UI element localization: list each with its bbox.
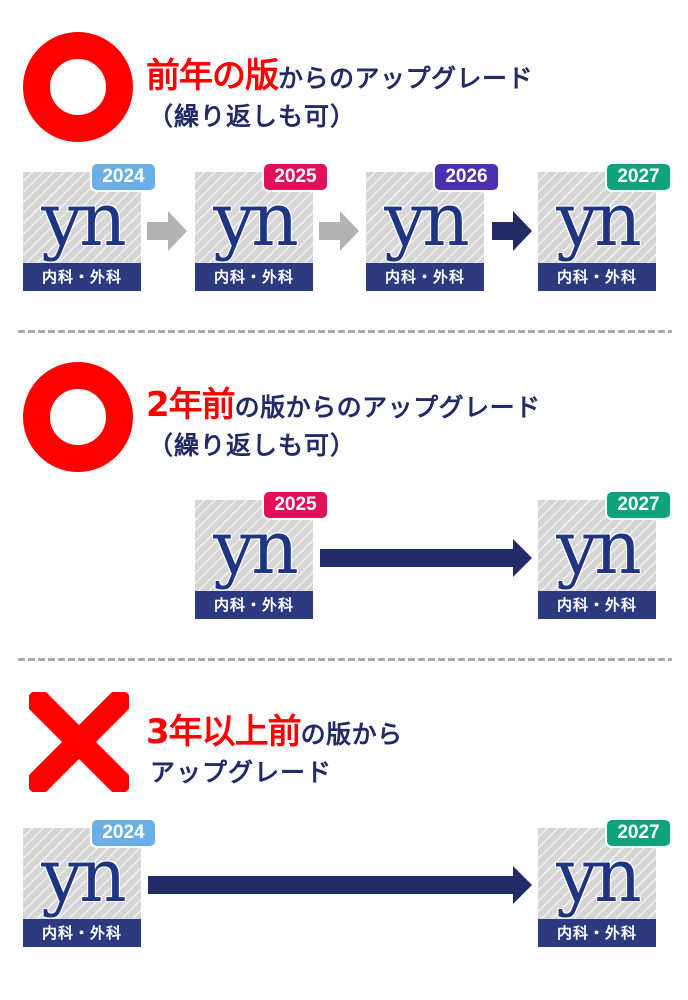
cover-subtitle: 内科・外科 [195, 263, 313, 291]
long-arrow-right-icon [148, 866, 532, 904]
edition-badge: 2025 [262, 490, 329, 520]
edition-badge: 2027 [605, 162, 672, 192]
book-cover-2026: yn 内科・外科 2026 [366, 162, 500, 291]
circle-ok-icon [23, 32, 133, 142]
heading-rest: からのアップグレード [278, 64, 534, 93]
edition-badge: 2024 [90, 162, 157, 192]
edition-badge: 2027 [605, 818, 672, 848]
book-cover-2024: yn 内科・外科 2024 [23, 818, 157, 947]
edition-badge: 2025 [262, 162, 329, 192]
cover-subtitle: 内科・外科 [366, 263, 484, 291]
section-1-heading: 前年の版からのアップグレード （繰り返しも可） [146, 56, 533, 135]
heading-note: アップグレード [150, 758, 333, 787]
cross-ng-icon [29, 692, 129, 792]
cover-subtitle: 内科・外科 [23, 919, 141, 947]
yn-logo: yn [556, 177, 641, 263]
section-2-heading: 2年前の版からのアップグレード （繰り返しも可） [146, 385, 541, 464]
book-cover-2025: yn 内科・外科 2025 [195, 490, 329, 619]
section-3-heading: 3年以上前の版から アップグレード [146, 712, 403, 791]
yn-logo: yn [556, 833, 641, 919]
book-cover-2027: yn 内科・外科 2027 [538, 162, 672, 291]
heading-note: （繰り返しも可） [148, 431, 357, 460]
heading-highlight: 前年の版 [146, 56, 279, 96]
cover-subtitle: 内科・外科 [23, 263, 141, 291]
arrow-right-icon [492, 211, 532, 251]
arrow-right-icon [147, 211, 187, 251]
book-cover-2027: yn 内科・外科 2027 [538, 818, 672, 947]
book-cover-2025: yn 内科・外科 2025 [195, 162, 329, 291]
yn-logo: yn [41, 177, 126, 263]
cover-subtitle: 内科・外科 [195, 591, 313, 619]
heading-rest: の版から [300, 720, 403, 749]
yn-logo: yn [41, 833, 126, 919]
long-arrow-right-icon [320, 539, 532, 577]
circle-ok-icon [23, 362, 133, 472]
dashed-divider [18, 330, 672, 333]
book-cover-2024: yn 内科・外科 2024 [23, 162, 157, 291]
heading-rest: の版からのアップグレード [234, 393, 541, 422]
heading-note: （繰り返しも可） [148, 102, 357, 131]
cover-subtitle: 内科・外科 [538, 263, 656, 291]
edition-badge: 2027 [605, 490, 672, 520]
yn-logo: yn [384, 177, 469, 263]
yn-logo: yn [213, 505, 298, 591]
book-cover-2027: yn 内科・外科 2027 [538, 490, 672, 619]
edition-badge: 2026 [433, 162, 500, 192]
edition-badge: 2024 [90, 818, 157, 848]
yn-logo: yn [556, 505, 641, 591]
heading-highlight: 3年以上前 [146, 712, 302, 752]
dashed-divider [18, 658, 672, 661]
cover-subtitle: 内科・外科 [538, 919, 656, 947]
heading-highlight: 2年前 [146, 385, 236, 425]
cover-subtitle: 内科・外科 [538, 591, 656, 619]
arrow-right-icon [319, 211, 359, 251]
yn-logo: yn [213, 177, 298, 263]
